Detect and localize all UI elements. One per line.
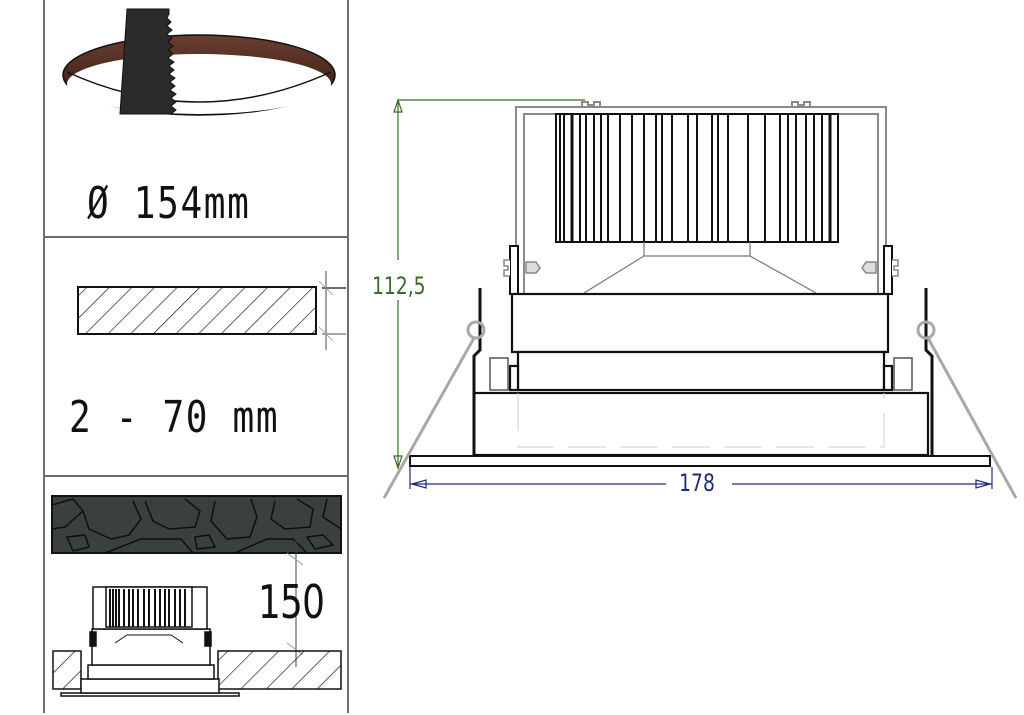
cutout-diameter-label: Ø 154mm (87, 178, 251, 229)
ceiling-thickness-label: 2 - 70 mm (69, 392, 280, 443)
height-dimension-line (393, 98, 585, 470)
cutout-diameter-panel: Ø 154mm (43, 0, 349, 238)
height-dimension-label: 112,5 (372, 272, 426, 300)
installation-clearance-panel: 150 (43, 475, 349, 713)
width-dimension-line (409, 467, 993, 489)
stone-ceiling-clearance-icon (51, 495, 342, 697)
clearance-label: 150 (258, 575, 325, 629)
spring-clip-icon (382, 320, 1018, 499)
width-dimension-label: 178 (676, 469, 718, 497)
mini-luminaire-icon (60, 586, 240, 697)
saw-cutting-hole-icon (62, 8, 336, 116)
luminaire-side-view: 112,5 178 (370, 80, 1024, 514)
ceiling-thickness-panel: 2 - 70 mm (43, 236, 349, 477)
hatched-ceiling-section-icon (77, 271, 346, 350)
luminaire-drawing (382, 98, 1018, 499)
